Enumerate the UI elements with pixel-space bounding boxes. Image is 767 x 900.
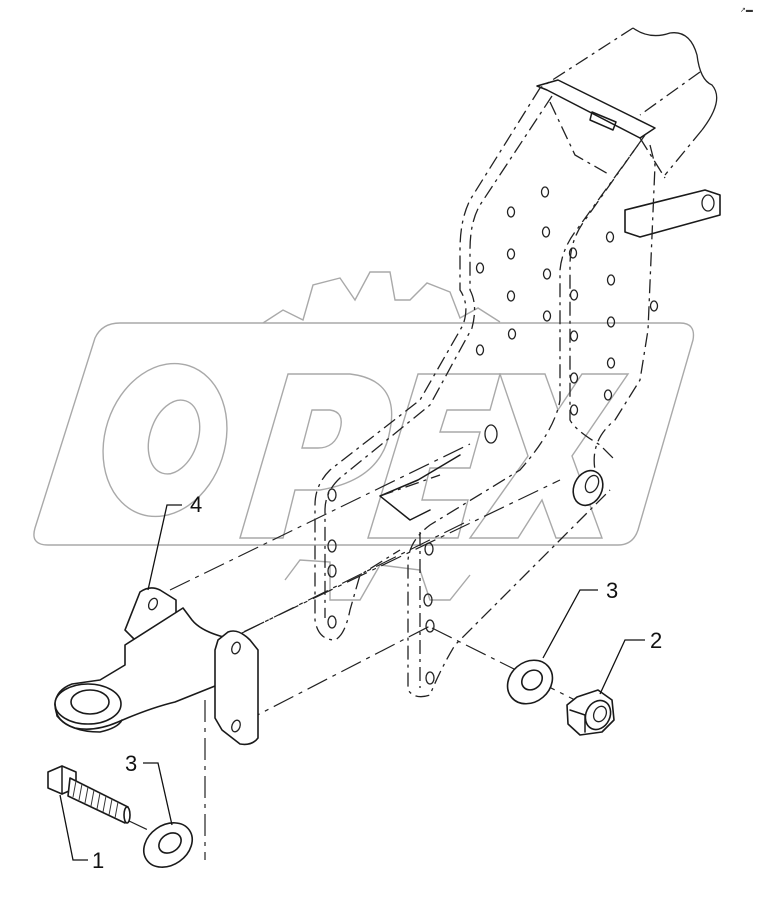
tractor-frame-phantom [314, 27, 721, 698]
callout-4-label: 4 [190, 492, 202, 517]
part-hex-bolt[interactable] [47, 765, 131, 824]
callout-3-bolt-side: 3 [125, 751, 173, 826]
opex-watermark: OPEX [33, 271, 695, 601]
part-washer-nut-side[interactable] [499, 651, 561, 712]
part-washer-bolt-side[interactable] [135, 814, 201, 877]
callout-3-label: 3 [606, 578, 618, 603]
callout-1-label: 1 [92, 848, 104, 873]
frame-holes [327, 186, 659, 685]
callout-2-label: 2 [650, 628, 662, 653]
part-towing-eye-bracket[interactable] [54, 587, 259, 746]
part-hex-nut[interactable] [566, 689, 615, 736]
corner-mark-icon: ↗▬ [740, 7, 753, 14]
callout-4: 4 [147, 492, 202, 591]
callout-3-nut-side: 3 [542, 578, 618, 659]
bolt-thread-icon [72, 780, 119, 819]
callout-3-label: 3 [125, 751, 137, 776]
callout-2: 2 [599, 628, 662, 695]
callout-1: 1 [59, 794, 104, 873]
